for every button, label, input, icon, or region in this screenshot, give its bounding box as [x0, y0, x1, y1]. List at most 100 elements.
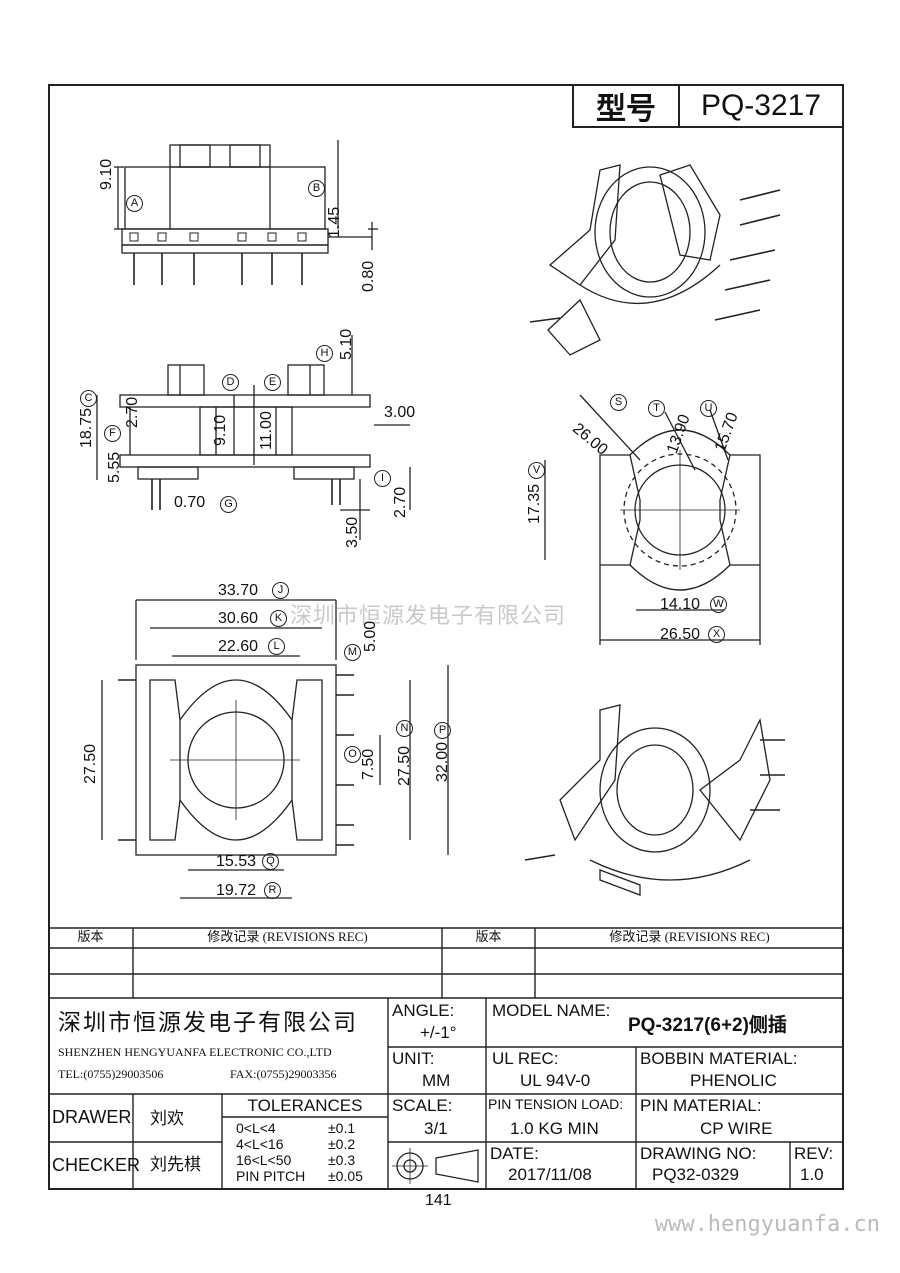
site-url[interactable]: www.hengyuanfa.cn	[654, 1212, 880, 1237]
scale-value: 3/1	[424, 1119, 448, 1138]
tol-range-2: 4<L<16	[236, 1136, 284, 1152]
checker-label: CHECKER	[52, 1155, 141, 1175]
mark-g: G	[220, 496, 237, 513]
ul-value: UL 94V-0	[520, 1071, 591, 1090]
mark-l: L	[268, 638, 285, 655]
tol-value-4: ±0.05	[328, 1168, 363, 1184]
dim-30-60: 30.60	[218, 610, 259, 627]
pin-tension-label: PIN TENSION LOAD:	[488, 1096, 624, 1112]
dim-2-70-f: 2.70	[124, 396, 141, 428]
ul-label: UL REC:	[492, 1049, 559, 1068]
bobbin-value: PHENOLIC	[690, 1071, 777, 1090]
dim-0-70: 0.70	[174, 494, 206, 511]
bobbin-label: BOBBIN MATERIAL:	[640, 1049, 798, 1068]
mark-s: S	[610, 394, 627, 411]
dim-27-50-left: 27.50	[82, 743, 99, 784]
rev-col-record-2: 修改记录 (REVISIONS REC)	[609, 929, 770, 944]
front-view	[114, 140, 378, 285]
mark-w: W	[710, 596, 727, 613]
mark-k: K	[270, 610, 287, 627]
mark-j: J	[272, 582, 289, 599]
date-value: 2017/11/08	[508, 1165, 592, 1184]
dim-32-00: 32.00	[434, 741, 451, 782]
projection-symbol	[392, 1148, 479, 1184]
rev-col-version-1: 版本	[77, 929, 104, 944]
dim-3-50: 3.50	[344, 516, 361, 548]
watermark: 深圳市恒源发电子有限公司	[290, 604, 567, 629]
dim-33-70: 33.70	[218, 582, 259, 599]
dim-0-80: 0.80	[360, 260, 377, 292]
mark-r: R	[264, 882, 281, 899]
dim-18-75: 18.75	[78, 407, 95, 448]
mark-d: D	[222, 374, 239, 391]
mark-q: Q	[262, 853, 279, 870]
dim-27-50-right: 27.50	[396, 745, 413, 786]
dim-26-50: 26.50	[660, 626, 701, 643]
company-name-cn: 深圳市恒源发电子有限公司	[58, 1010, 358, 1035]
model-name-value: PQ-3217(6+2)侧插	[628, 1015, 787, 1036]
pin-material-value: CP WIRE	[700, 1119, 773, 1138]
model-header: 型号 PQ-3217	[572, 84, 844, 128]
mark-f-left: F	[104, 425, 121, 442]
dim-1-45: 1.45	[326, 206, 343, 238]
dim-22-60: 22.60	[218, 638, 259, 655]
tol-value-3: ±0.3	[328, 1152, 356, 1168]
dim-19-72: 19.72	[216, 882, 257, 899]
mark-p: P	[434, 722, 451, 739]
isometric-view-top	[529, 164, 781, 356]
rev-value: 1.0	[800, 1165, 824, 1184]
pin-material-label: PIN MATERIAL:	[640, 1096, 762, 1115]
company-name-en: SHENZHEN HENGYUANFA ELECTRONIC CO.,LTD	[58, 1045, 332, 1059]
dim-15-53: 15.53	[216, 853, 257, 870]
side-view	[96, 335, 411, 540]
mark-i: I	[374, 470, 391, 487]
drawing-no-label: DRAWING NO:	[640, 1144, 757, 1163]
angle-value: +/-1°	[420, 1023, 457, 1042]
dim-5-10: 5.10	[338, 328, 355, 360]
page-number: 141	[425, 1192, 452, 1209]
mark-a: A	[126, 195, 143, 212]
top-view	[544, 394, 761, 645]
rev-col-record-1: 修改记录 (REVISIONS REC)	[207, 929, 368, 944]
model-number: PQ-3217	[700, 89, 822, 122]
date-label: DATE:	[490, 1144, 539, 1163]
company-tel: TEL:(0755)29003506	[58, 1067, 164, 1081]
mark-o: O	[344, 746, 361, 763]
mark-x: X	[708, 626, 725, 643]
dim-5-00: 5.00	[362, 620, 379, 652]
bottom-view	[101, 599, 449, 899]
revision-table-lines	[48, 927, 844, 999]
checker-name: 刘先棋	[150, 1155, 201, 1174]
scale-label: SCALE:	[392, 1096, 453, 1115]
tolerances-label: TOLERANCES	[247, 1096, 363, 1115]
drawer-label: DRAWER	[52, 1107, 132, 1127]
mark-n: N	[396, 720, 413, 737]
dim-5-55: 5.55	[106, 451, 123, 483]
mark-u: U	[700, 400, 717, 417]
mark-h: H	[316, 345, 333, 362]
drawing-frame	[48, 84, 844, 1190]
model-name-label: MODEL NAME:	[492, 1001, 611, 1020]
angle-label: ANGLE:	[392, 1001, 455, 1020]
tol-value-1: ±0.1	[328, 1120, 356, 1136]
tol-range-3: 16<L<50	[236, 1152, 292, 1168]
mark-e: E	[264, 374, 281, 391]
tol-range-1: 0<L<4	[236, 1120, 276, 1136]
isometric-view-bottom	[524, 704, 785, 896]
dim-14-10: 14.10	[660, 596, 701, 613]
dim-11-00: 11.00	[258, 411, 275, 450]
drawing-no-value: PQ32-0329	[652, 1165, 739, 1184]
mark-m: M	[344, 644, 361, 661]
dim-7-50: 7.50	[360, 748, 377, 780]
rev-label: REV:	[794, 1144, 834, 1163]
rev-col-version-2: 版本	[475, 929, 502, 944]
pin-tension-value: 1.0 KG MIN	[510, 1119, 599, 1138]
dim-3-00: 3.00	[384, 404, 416, 421]
type-label: 型号	[574, 86, 680, 126]
title-block-lines	[48, 998, 844, 1190]
tol-range-4: PIN PITCH	[236, 1168, 306, 1184]
dim-9-10-d: 9.10	[212, 414, 229, 446]
unit-value: MM	[422, 1071, 451, 1090]
mark-c: C	[80, 390, 97, 407]
